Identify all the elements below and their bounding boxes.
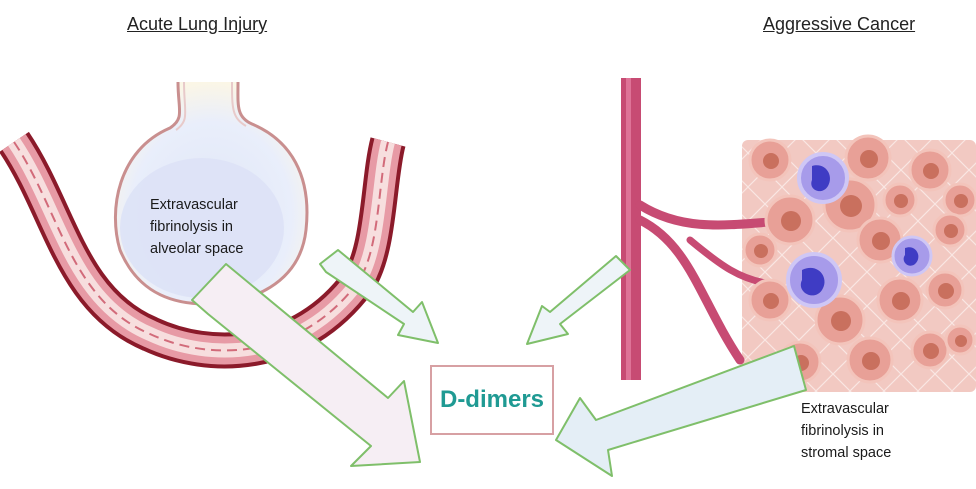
immune-cell [788, 254, 840, 306]
tumor-illustration [621, 78, 976, 392]
left-panel-title: Acute Lung Injury [127, 14, 267, 35]
tumor-cell-nucleus [954, 194, 968, 208]
tumor-cell-nucleus [860, 150, 878, 168]
immune-cell [799, 154, 847, 202]
tumor-cell-nucleus [944, 224, 958, 238]
tumor-cell-nucleus [763, 293, 779, 309]
tumor-cell-nucleus [831, 311, 851, 331]
tumor-cell-nucleus [892, 292, 910, 310]
tumor-cell-nucleus [862, 352, 880, 370]
arrow-stromal-to-ddimers [556, 346, 806, 476]
ddimers-label: D-dimers [440, 386, 544, 414]
tumor-cell-nucleus [938, 283, 954, 299]
tumor-cell-nucleus [923, 343, 939, 359]
tumor-cell-nucleus [872, 232, 890, 250]
tumor-cell-nucleus [840, 195, 862, 217]
tumor-cell-nucleus [754, 244, 768, 258]
immune-cell [893, 237, 931, 275]
right-panel-title: Aggressive Cancer [763, 14, 915, 35]
arrow-vessel-to-ddimers [527, 256, 630, 344]
blood-vessel-trunk-highlight [626, 78, 631, 380]
tumor-cell-nucleus [894, 194, 908, 208]
alveolar-caption: Extravascular fibrinolysis in alveolar s… [150, 194, 290, 260]
stromal-caption: Extravascular fibrinolysis in stromal sp… [801, 398, 961, 464]
tumor-cell-nucleus [763, 153, 779, 169]
tumor-cell-nucleus [923, 163, 939, 179]
tumor-cell-nucleus [781, 211, 801, 231]
ddimers-box: D-dimers [430, 365, 554, 435]
tumor-cell-nucleus [955, 335, 967, 347]
